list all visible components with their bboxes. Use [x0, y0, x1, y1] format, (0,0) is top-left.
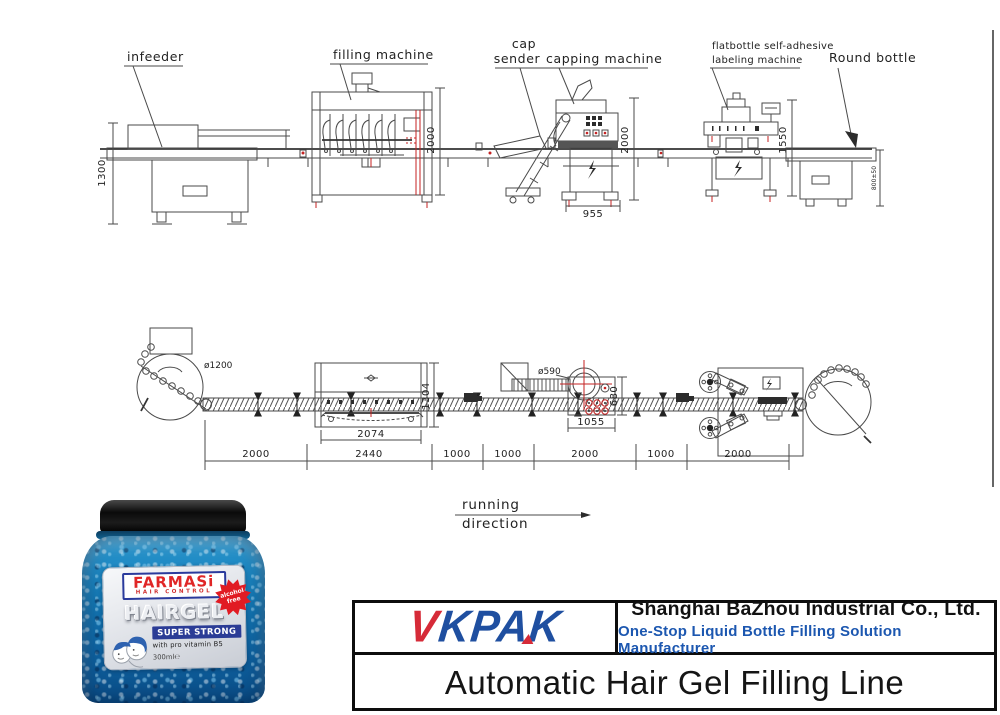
segment-dim: 2440 [355, 449, 382, 460]
filling-machine-label: filling machine [333, 47, 434, 62]
cap-sender-label-1: cap [512, 36, 536, 51]
cap-sorter-diameter-label: ø590 [538, 367, 561, 377]
plan-cap-sorter: ø590 680 1055 [500, 360, 627, 432]
plan-infeed-turntable: ø1200 [136, 327, 233, 421]
company-tagline: One-Stop Liquid Bottle Filling Solution … [618, 623, 902, 657]
elevation-filling-machine: 2000 [311, 72, 445, 208]
elevation-capping-machine: 2000 955 [547, 79, 639, 220]
claim-text: with pro vitamin B5 [152, 639, 224, 650]
segment-dim: 1000 [494, 449, 521, 460]
capper-height-dim: 2000 [620, 126, 631, 153]
jar-neck [96, 531, 250, 539]
company-name: Shanghai BaZhou Industrial Co., Ltd. [631, 598, 981, 620]
running-direction-line1: running [462, 497, 520, 513]
title-row: Automatic Hair Gel Filling Line [355, 655, 994, 711]
labeling-machine-label-2: labeling machine [712, 55, 803, 66]
plan-view: ø1200 2074 1304 [136, 327, 872, 470]
plan-labeling-machine [699, 367, 804, 457]
logo-cell: VKPAK [355, 603, 618, 652]
segment-dim: 2000 [242, 449, 269, 460]
jar-body: FARMASi HAIR CONTROL alcohol free HAIRGE… [82, 536, 265, 703]
segment-dim: 1000 [647, 449, 674, 460]
filling-line-drawing: infeeder filling machine cap sender capp… [97, 30, 994, 532]
vkpak-logo: VKPAK [406, 603, 564, 652]
elevation-infeeder: 1300 [97, 122, 290, 225]
plan-dimension-row: 2000 2440 1000 1000 2000 1000 2000 [204, 420, 790, 470]
brand-subtitle: HAIR CONTROL [135, 588, 213, 596]
running-direction-line2: direction [462, 516, 528, 532]
jar-label: FARMASi HAIR CONTROL alcohol free HAIRGE… [101, 564, 247, 671]
product-jar: FARMASi HAIR CONTROL alcohol free HAIRGE… [82, 500, 265, 703]
logo-red-triangle-icon [521, 634, 535, 644]
segment-dim: 1000 [443, 449, 470, 460]
cartoon-faces-icon [112, 636, 148, 668]
plan-outfeed-turntable [804, 364, 872, 444]
brand-logo-box: FARMASi HAIR CONTROL [121, 570, 227, 601]
segment-dim: 2000 [571, 449, 598, 460]
volume-text: 300ml℮ [152, 652, 181, 662]
capper-width-dim: 955 [583, 209, 604, 220]
capper-plan-width-dim: 1055 [577, 417, 604, 428]
round-bottle-label: Round bottle [829, 50, 916, 65]
elevation-outfeed-table: 800±50 [785, 147, 884, 207]
company-cell: Shanghai BaZhou Industrial Co., Ltd. One… [618, 598, 994, 657]
infeeder-height-dim: 1300 [97, 159, 108, 186]
outfeed-height-dim: 800±50 [871, 166, 878, 190]
capper-depth-dim: 680 [609, 386, 620, 407]
variant-banner: SUPER STRONG [152, 624, 242, 640]
cap-sender-label-2: sender [494, 51, 541, 66]
filler-height-dim: 2000 [426, 126, 437, 153]
plan-filling-machine: 2074 1304 [314, 362, 439, 444]
infeeder-label: infeeder [127, 49, 184, 64]
elevation-callouts: infeeder filling machine cap sender capp… [124, 36, 916, 148]
labeling-machine-label-1: flatbottle self-adhesive [712, 41, 834, 52]
segment-dim: 2000 [724, 449, 751, 460]
badge-text-2: free [226, 594, 242, 605]
running-direction: running direction [455, 497, 591, 532]
jar-cap [100, 500, 246, 533]
info-banner: VKPAK Shanghai BaZhou Industrial Co., Lt… [352, 598, 997, 711]
labeler-height-dim: 1550 [778, 126, 789, 153]
turntable-diameter-label: ø1200 [204, 361, 233, 371]
capping-machine-label: capping machine [546, 51, 662, 66]
filler-width-dim: 2074 [357, 429, 384, 440]
filler-depth-dim: 1304 [421, 382, 432, 409]
elevation-conveyor [100, 142, 872, 167]
line-title: Automatic Hair Gel Filling Line [444, 664, 905, 701]
elevation-labeling-machine: 1550 [703, 92, 797, 202]
